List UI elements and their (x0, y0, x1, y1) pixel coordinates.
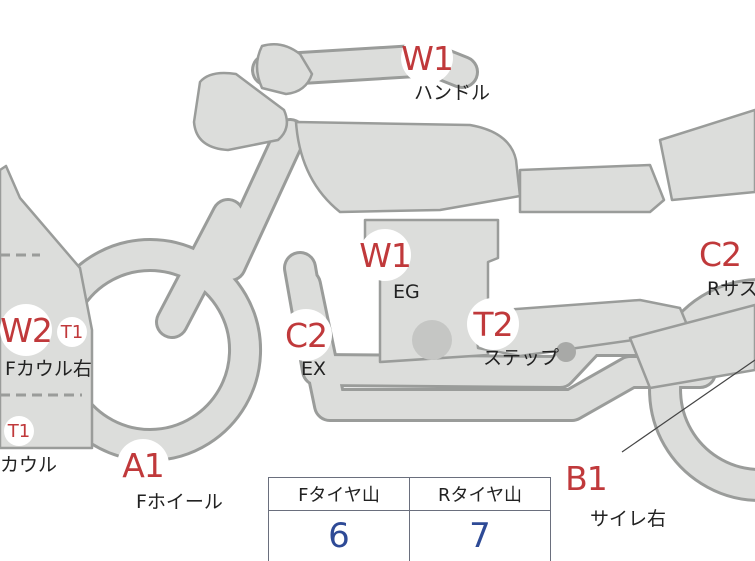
marker-front-wheel-label: Fホイール (136, 491, 223, 513)
rear-tire-header: Rタイヤ山 (409, 477, 551, 511)
seat (518, 163, 666, 214)
front-cowl (0, 164, 94, 450)
marker-engine-label: EG (393, 281, 420, 303)
marker-step-label: ステップ (483, 347, 560, 369)
front-tire-value: 6 (268, 510, 410, 561)
rear-tire-value: 7 (409, 510, 551, 561)
leader-line (621, 359, 755, 453)
marker-front-cowl-right-sub-badge: T1 (57, 317, 87, 347)
front-tire-header: Fタイヤ山 (268, 477, 410, 511)
rear-cowl (658, 108, 755, 202)
marker-cowl-badge: T1 (4, 416, 34, 446)
marker-exhaust-label: EX (301, 358, 327, 380)
marker-silencer-right-badge: B1 (560, 452, 612, 504)
marker-handle-label: ハンドル (414, 82, 491, 104)
marker-front-cowl-right-badge: W2 (0, 304, 53, 356)
marker-front-cowl-right-label: Fカウル右 (5, 358, 92, 380)
marker-engine-badge: W1 (359, 229, 412, 281)
engine-cover (412, 320, 452, 360)
marker-step-badge: T2 (467, 298, 519, 350)
marker-cowl-label: カウル (0, 454, 58, 476)
headlight (192, 71, 289, 152)
rear-shock (628, 303, 755, 390)
marker-exhaust-badge: C2 (280, 309, 332, 361)
footpeg-rear (556, 342, 576, 362)
marker-silencer-right-label: サイレ右 (590, 508, 667, 530)
marker-handle-badge: W1 (401, 32, 454, 84)
marker-rear-sus-badge: C2 (694, 228, 746, 280)
fuel-tank (294, 120, 522, 214)
tire-table-header-row: Fタイヤ山 Rタイヤ山 (268, 477, 551, 511)
handle-grip (255, 43, 314, 96)
tire-tread-table: Fタイヤ山 Rタイヤ山 6 7 (268, 477, 551, 561)
marker-rear-sus-label: Rサス (707, 278, 755, 300)
tire-table-value-row: 6 7 (268, 510, 551, 561)
marker-front-wheel-badge: A1 (117, 439, 169, 491)
